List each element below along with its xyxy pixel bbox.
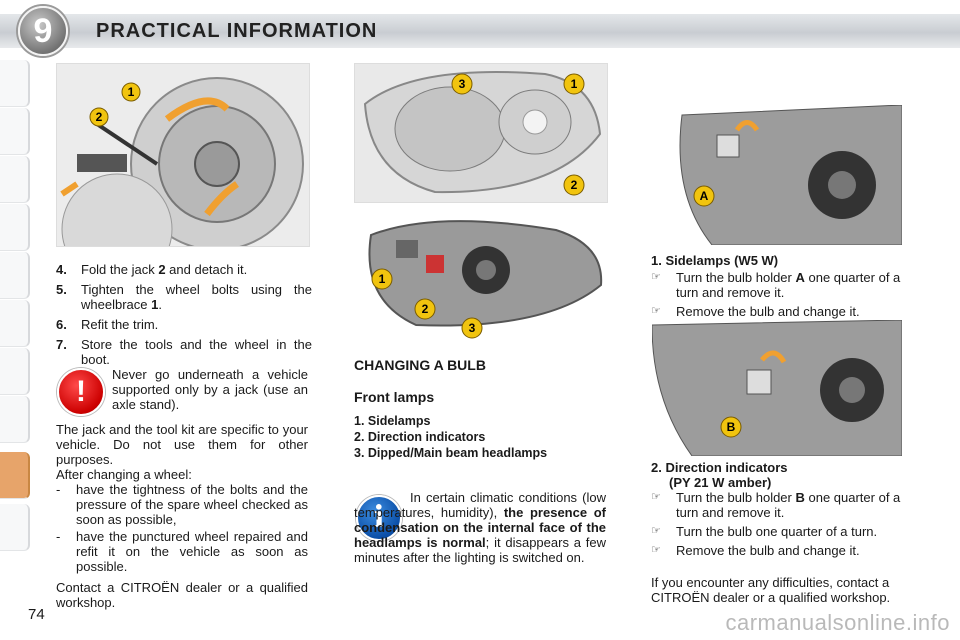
label-marker-text: 2 xyxy=(96,110,103,124)
lamp-list: 1. Sidelamps 2. Direction indicators 3. … xyxy=(354,414,547,462)
label-marker xyxy=(121,82,141,102)
hand-pointer-icon: ☞ xyxy=(651,491,661,503)
chapter-tab[interactable] xyxy=(0,396,30,443)
after-changing-intro: After changing a wheel: xyxy=(56,467,192,482)
chapter-tab[interactable] xyxy=(0,348,30,395)
jack-paragraph: The jack and the tool kit are specific t… xyxy=(56,422,308,467)
hand-pointer-icon: ☞ xyxy=(651,525,661,537)
label-marker xyxy=(720,416,742,438)
label-marker-text: 3 xyxy=(459,77,466,91)
label-marker-text: 3 xyxy=(469,321,476,335)
chapter-tab[interactable] xyxy=(0,156,30,203)
label-marker xyxy=(414,298,436,320)
chapter-tab[interactable] xyxy=(0,252,30,299)
label-marker xyxy=(451,73,473,95)
step-item: 6. Refit the trim. xyxy=(56,317,312,332)
bulb-holder-a-illustration: A xyxy=(652,105,902,245)
chapter-tab[interactable] xyxy=(0,204,30,251)
sidelamps-heading: 1. Sidelamps (W5 W) xyxy=(651,253,779,268)
info-text: In certain climatic conditions (low temp… xyxy=(354,490,606,565)
step-number: 5. xyxy=(56,282,67,297)
headlamp-rear-illustration: 1 2 3 xyxy=(356,210,606,340)
label-marker xyxy=(461,317,483,339)
list-item: 1. Sidelamps xyxy=(354,414,431,428)
list-item: 2. Direction indicators xyxy=(354,430,486,444)
step-number: 6. xyxy=(56,317,67,332)
chapter-tab[interactable] xyxy=(0,108,30,155)
step-text: Store the tools and the wheel in the boo… xyxy=(81,337,312,367)
label-marker-text: 1 xyxy=(379,272,386,286)
list-item: ☞ Turn the bulb holder A one quarter of … xyxy=(651,270,901,300)
after-changing-list: - have the tightness of the bolts and th… xyxy=(56,482,308,574)
step-text: Tighten the wheel bolts using the wheelb… xyxy=(81,282,312,312)
label-marker-text: 1 xyxy=(128,85,135,99)
list-item: ☞ Turn the bulb holder B one quarter of … xyxy=(651,490,901,520)
page-number: 74 xyxy=(28,606,45,623)
step-item: 7. Store the tools and the wheel in the … xyxy=(56,337,312,367)
label-marker xyxy=(563,73,585,95)
list-item: - have the tightness of the bolts and th… xyxy=(56,482,308,527)
watermark: carmanualsonline.info xyxy=(725,610,950,635)
list-item: 3. Dipped/Main beam headlamps xyxy=(354,446,548,460)
label-marker-text: A xyxy=(700,189,709,203)
chapter-tab-rail xyxy=(0,60,30,580)
header-bar xyxy=(0,14,960,48)
step-number: 4. xyxy=(56,262,67,277)
chapter-badge: 9 xyxy=(18,6,68,56)
contact-left: Contact a CITROËN dealer or a qualified … xyxy=(56,580,308,610)
list-item: ☞ Remove the bulb and change it. xyxy=(651,543,860,558)
list-item: ☞ Remove the bulb and change it. xyxy=(651,304,860,319)
step-item: 5. Tighten the wheel bolts using the whe… xyxy=(56,282,312,312)
headlamp-front-illustration: 3 1 2 xyxy=(354,63,608,203)
list-item: ☞ Turn the bulb one quarter of a turn. xyxy=(651,524,878,539)
chapter-tab[interactable] xyxy=(0,504,30,551)
info-icon: i xyxy=(356,495,402,541)
hand-pointer-icon: ☞ xyxy=(651,544,661,556)
warning-icon: ! xyxy=(57,368,105,416)
page-title: PRACTICAL INFORMATION xyxy=(96,20,378,42)
sidelamps-steps: ☞ Turn the bulb holder A one quarter of … xyxy=(651,270,903,323)
list-item: - have the punctured wheel repaired and … xyxy=(56,529,308,574)
label-marker xyxy=(563,174,585,196)
step-number: 7. xyxy=(56,337,67,352)
step-item: 4. Fold the jack 2 and detach it. xyxy=(56,262,312,277)
indicators-steps: ☞ Turn the bulb holder B one quarter of … xyxy=(651,490,903,562)
step-text: Fold the jack 2 and detach it. xyxy=(81,262,248,277)
hand-pointer-icon: ☞ xyxy=(651,271,661,283)
label-marker-text: 2 xyxy=(571,178,578,192)
label-marker xyxy=(89,107,109,127)
section-heading: CHANGING A BULB xyxy=(354,357,486,373)
label-marker xyxy=(693,185,715,207)
label-marker xyxy=(371,268,393,290)
section-subheading: Front lamps xyxy=(354,389,435,405)
hand-pointer-icon: ☞ xyxy=(651,305,661,317)
chapter-tab[interactable] xyxy=(0,300,30,347)
steps-list: 4. Fold the jack 2 and detach it. 5. Tig… xyxy=(56,262,312,372)
warning-text: Never go underneath a vehicle supported … xyxy=(112,367,308,412)
chapter-tab[interactable] xyxy=(0,60,30,107)
chapter-tab-active[interactable] xyxy=(0,452,30,499)
label-marker-text: B xyxy=(727,420,736,434)
indicators-heading: 2. Direction indicators (PY 21 W amber) xyxy=(651,460,788,490)
label-marker-text: 1 xyxy=(571,77,578,91)
step-text: Refit the trim. xyxy=(81,317,159,332)
contact-right: If you encounter any difficulties, conta… xyxy=(651,575,891,605)
bulb-holder-b-illustration: B xyxy=(652,320,902,456)
label-marker-text: 2 xyxy=(422,302,429,316)
wheel-jack-illustration: 1 2 xyxy=(56,63,310,247)
